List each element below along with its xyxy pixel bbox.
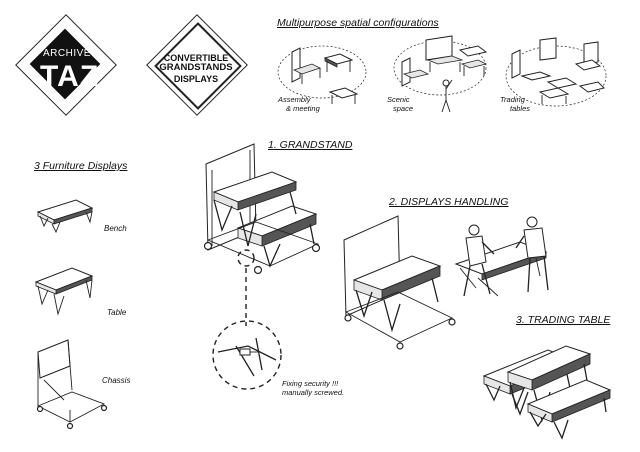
grandstand-drawing: [203, 143, 321, 326]
handling-drawing: [343, 215, 549, 350]
fixing-detail: [212, 320, 282, 390]
label-assembly: Assembly & meeting: [278, 95, 320, 113]
badge-line-2: GRANDSTANDS: [159, 62, 233, 73]
trading-title: 3. TRADING TABLE: [516, 314, 611, 326]
table-sketch: [34, 267, 94, 316]
label-trading: Trading tables: [500, 95, 531, 113]
handling-title: 2. DISPLAYS HANDLING: [389, 196, 509, 208]
badge-line-3: DISPLAYS: [173, 74, 219, 84]
label-bench: Bench: [104, 224, 127, 233]
logo-small-text: ARCHIVE: [43, 48, 91, 59]
config-title: Multipurpose spatial configurations: [277, 17, 439, 29]
badge-line-1: CONVERTIBLE: [163, 53, 229, 63]
assembly-configuration-sketch: [277, 45, 367, 104]
label-fixing: Fixing security !!! manually screwed.: [282, 379, 345, 397]
trading-configuration-sketch: [505, 37, 607, 107]
label-scenic: Scenic space: [387, 95, 414, 113]
logo-big-text: TAZ: [40, 60, 100, 93]
label-table: Table: [107, 308, 127, 317]
label-chassis: Chassis: [102, 376, 131, 385]
bench-sketch: [36, 199, 94, 234]
furniture-title: 3 Furniture Displays: [34, 160, 128, 172]
trading-table-drawing: [482, 345, 612, 440]
scenic-configuration-sketch: [393, 35, 488, 113]
grandstand-title: 1. GRANDSTAND: [268, 139, 353, 151]
chassis-sketch: [36, 339, 108, 430]
